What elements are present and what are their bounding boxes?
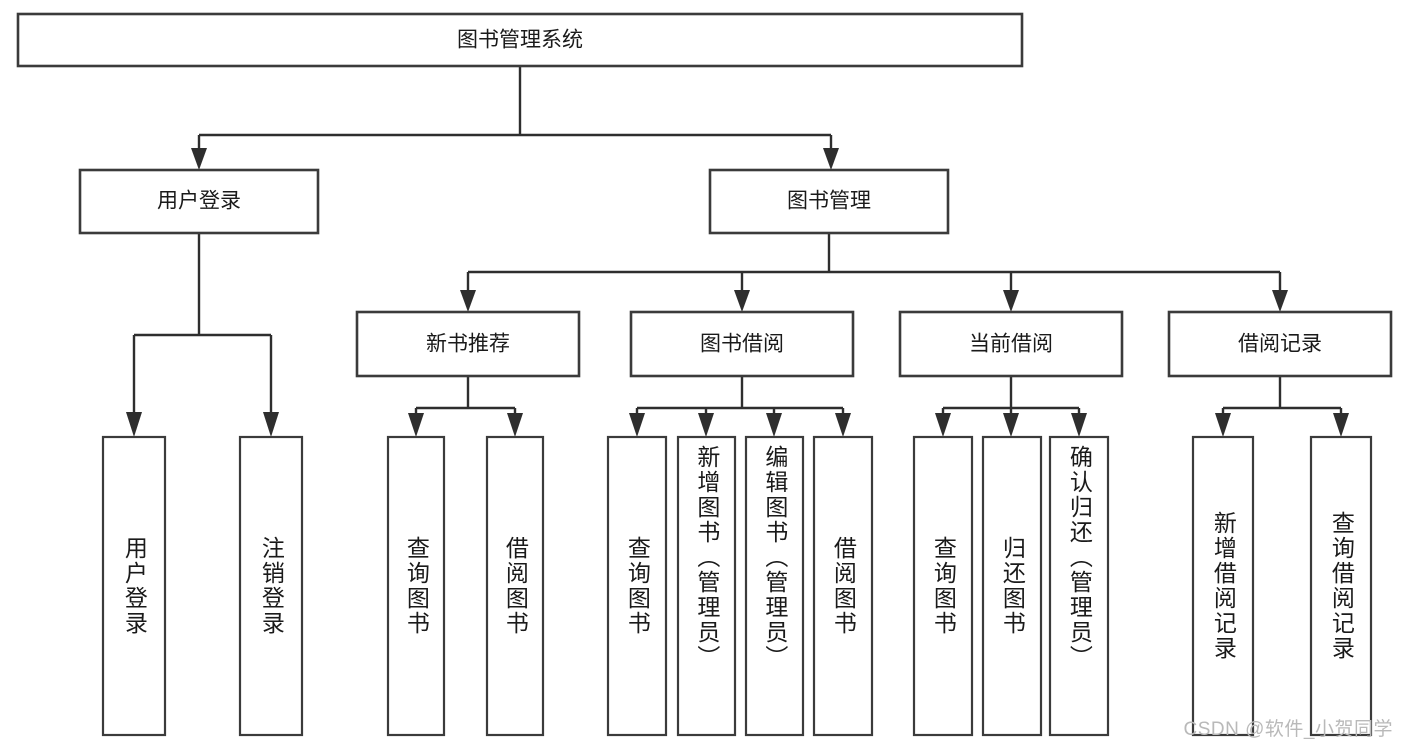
leaf-box-user-login[interactable] <box>101 435 167 737</box>
user-login-label: 用户登录 <box>157 190 241 213</box>
new-book-recommend-box[interactable] <box>355 310 581 378</box>
arrow-to-book-borrow <box>734 290 750 312</box>
leaf-box-query-record[interactable] <box>1309 435 1373 737</box>
user-login-box[interactable] <box>78 168 320 235</box>
connector-layer <box>126 66 1349 437</box>
leaf-box-borrow-book-1[interactable] <box>485 435 545 737</box>
connector-currentborrow-to-leaves <box>941 376 1081 416</box>
current-borrow-label: 当前借阅 <box>969 333 1053 356</box>
new-book-recommend-label: 新书推荐 <box>426 333 510 356</box>
current-borrow-box[interactable] <box>898 310 1124 378</box>
book-manage-label: 图书管理 <box>787 190 871 213</box>
leaf-box-return-book[interactable] <box>981 435 1043 737</box>
connector-newbook-to-leaves <box>414 376 517 416</box>
leaf-box-borrow-book-2[interactable] <box>812 435 874 737</box>
book-manage-box[interactable] <box>708 168 950 235</box>
leaf-box-add-book[interactable] <box>676 435 737 737</box>
arrow-currentborrow-to-query-book <box>935 413 951 437</box>
node-root[interactable]: 图书管理系统 <box>16 12 1024 68</box>
book-borrow-label: 图书借阅 <box>700 333 784 356</box>
leaf-box-layer <box>101 435 1373 737</box>
arrow-to-new-book-recommend <box>460 290 476 312</box>
arrow-newbook-to-query-book <box>408 413 424 437</box>
arrow-userlogin-to-leaf-user-login <box>126 412 142 437</box>
arrow-bookborrow-to-edit-book <box>766 413 782 437</box>
node-book-borrow[interactable]: 图书借阅 <box>629 310 855 378</box>
root-label: 图书管理系统 <box>457 29 583 52</box>
book-borrow-box[interactable] <box>629 310 855 378</box>
leaf-box-query-book-1[interactable] <box>386 435 446 737</box>
connector-userlogin-to-leaves <box>132 233 273 415</box>
arrow-to-borrow-record <box>1272 290 1288 312</box>
arrow-bookborrow-to-add-book <box>698 413 714 437</box>
node-user-login[interactable]: 用户登录 <box>78 168 320 235</box>
leaf-box-add-record[interactable] <box>1191 435 1255 737</box>
csdn-watermark: CSDN @软件_小贺同学 <box>1183 719 1393 740</box>
arrow-currentborrow-to-confirm-return <box>1071 413 1087 437</box>
arrow-borrowrecord-to-query-record <box>1333 413 1349 437</box>
leaf-box-logout[interactable] <box>238 435 304 737</box>
node-current-borrow[interactable]: 当前借阅 <box>898 310 1124 378</box>
arrow-bookborrow-to-borrow-book <box>835 413 851 437</box>
node-borrow-record[interactable]: 借阅记录 <box>1167 310 1393 378</box>
arrow-root-to-user-login <box>191 148 207 170</box>
node-new-book-recommend[interactable]: 新书推荐 <box>355 310 581 378</box>
arrow-newbook-to-borrow-book <box>507 413 523 437</box>
connector-bookborrow-to-leaves <box>635 376 845 416</box>
leaf-box-query-book-2[interactable] <box>606 435 668 737</box>
borrow-record-label: 借阅记录 <box>1238 333 1322 356</box>
leaf-box-confirm-return[interactable] <box>1048 435 1110 737</box>
arrow-userlogin-to-leaf-logout <box>263 412 279 437</box>
leaf-box-query-book-3[interactable] <box>912 435 974 737</box>
connector-root-to-level1 <box>197 66 833 150</box>
arrow-to-current-borrow <box>1003 290 1019 312</box>
node-book-manage[interactable]: 图书管理 <box>708 168 950 235</box>
connector-bookmanage-to-level2 <box>466 233 1282 292</box>
arrow-currentborrow-to-return-book <box>1003 413 1019 437</box>
leaf-box-edit-book[interactable] <box>744 435 805 737</box>
arrow-bookborrow-to-query-book <box>629 413 645 437</box>
borrow-record-box[interactable] <box>1167 310 1393 378</box>
root-box[interactable] <box>16 12 1024 68</box>
connector-borrowrecord-to-leaves <box>1221 376 1343 416</box>
arrow-borrowrecord-to-add-record <box>1215 413 1231 437</box>
arrow-root-to-book-manage <box>823 148 839 170</box>
